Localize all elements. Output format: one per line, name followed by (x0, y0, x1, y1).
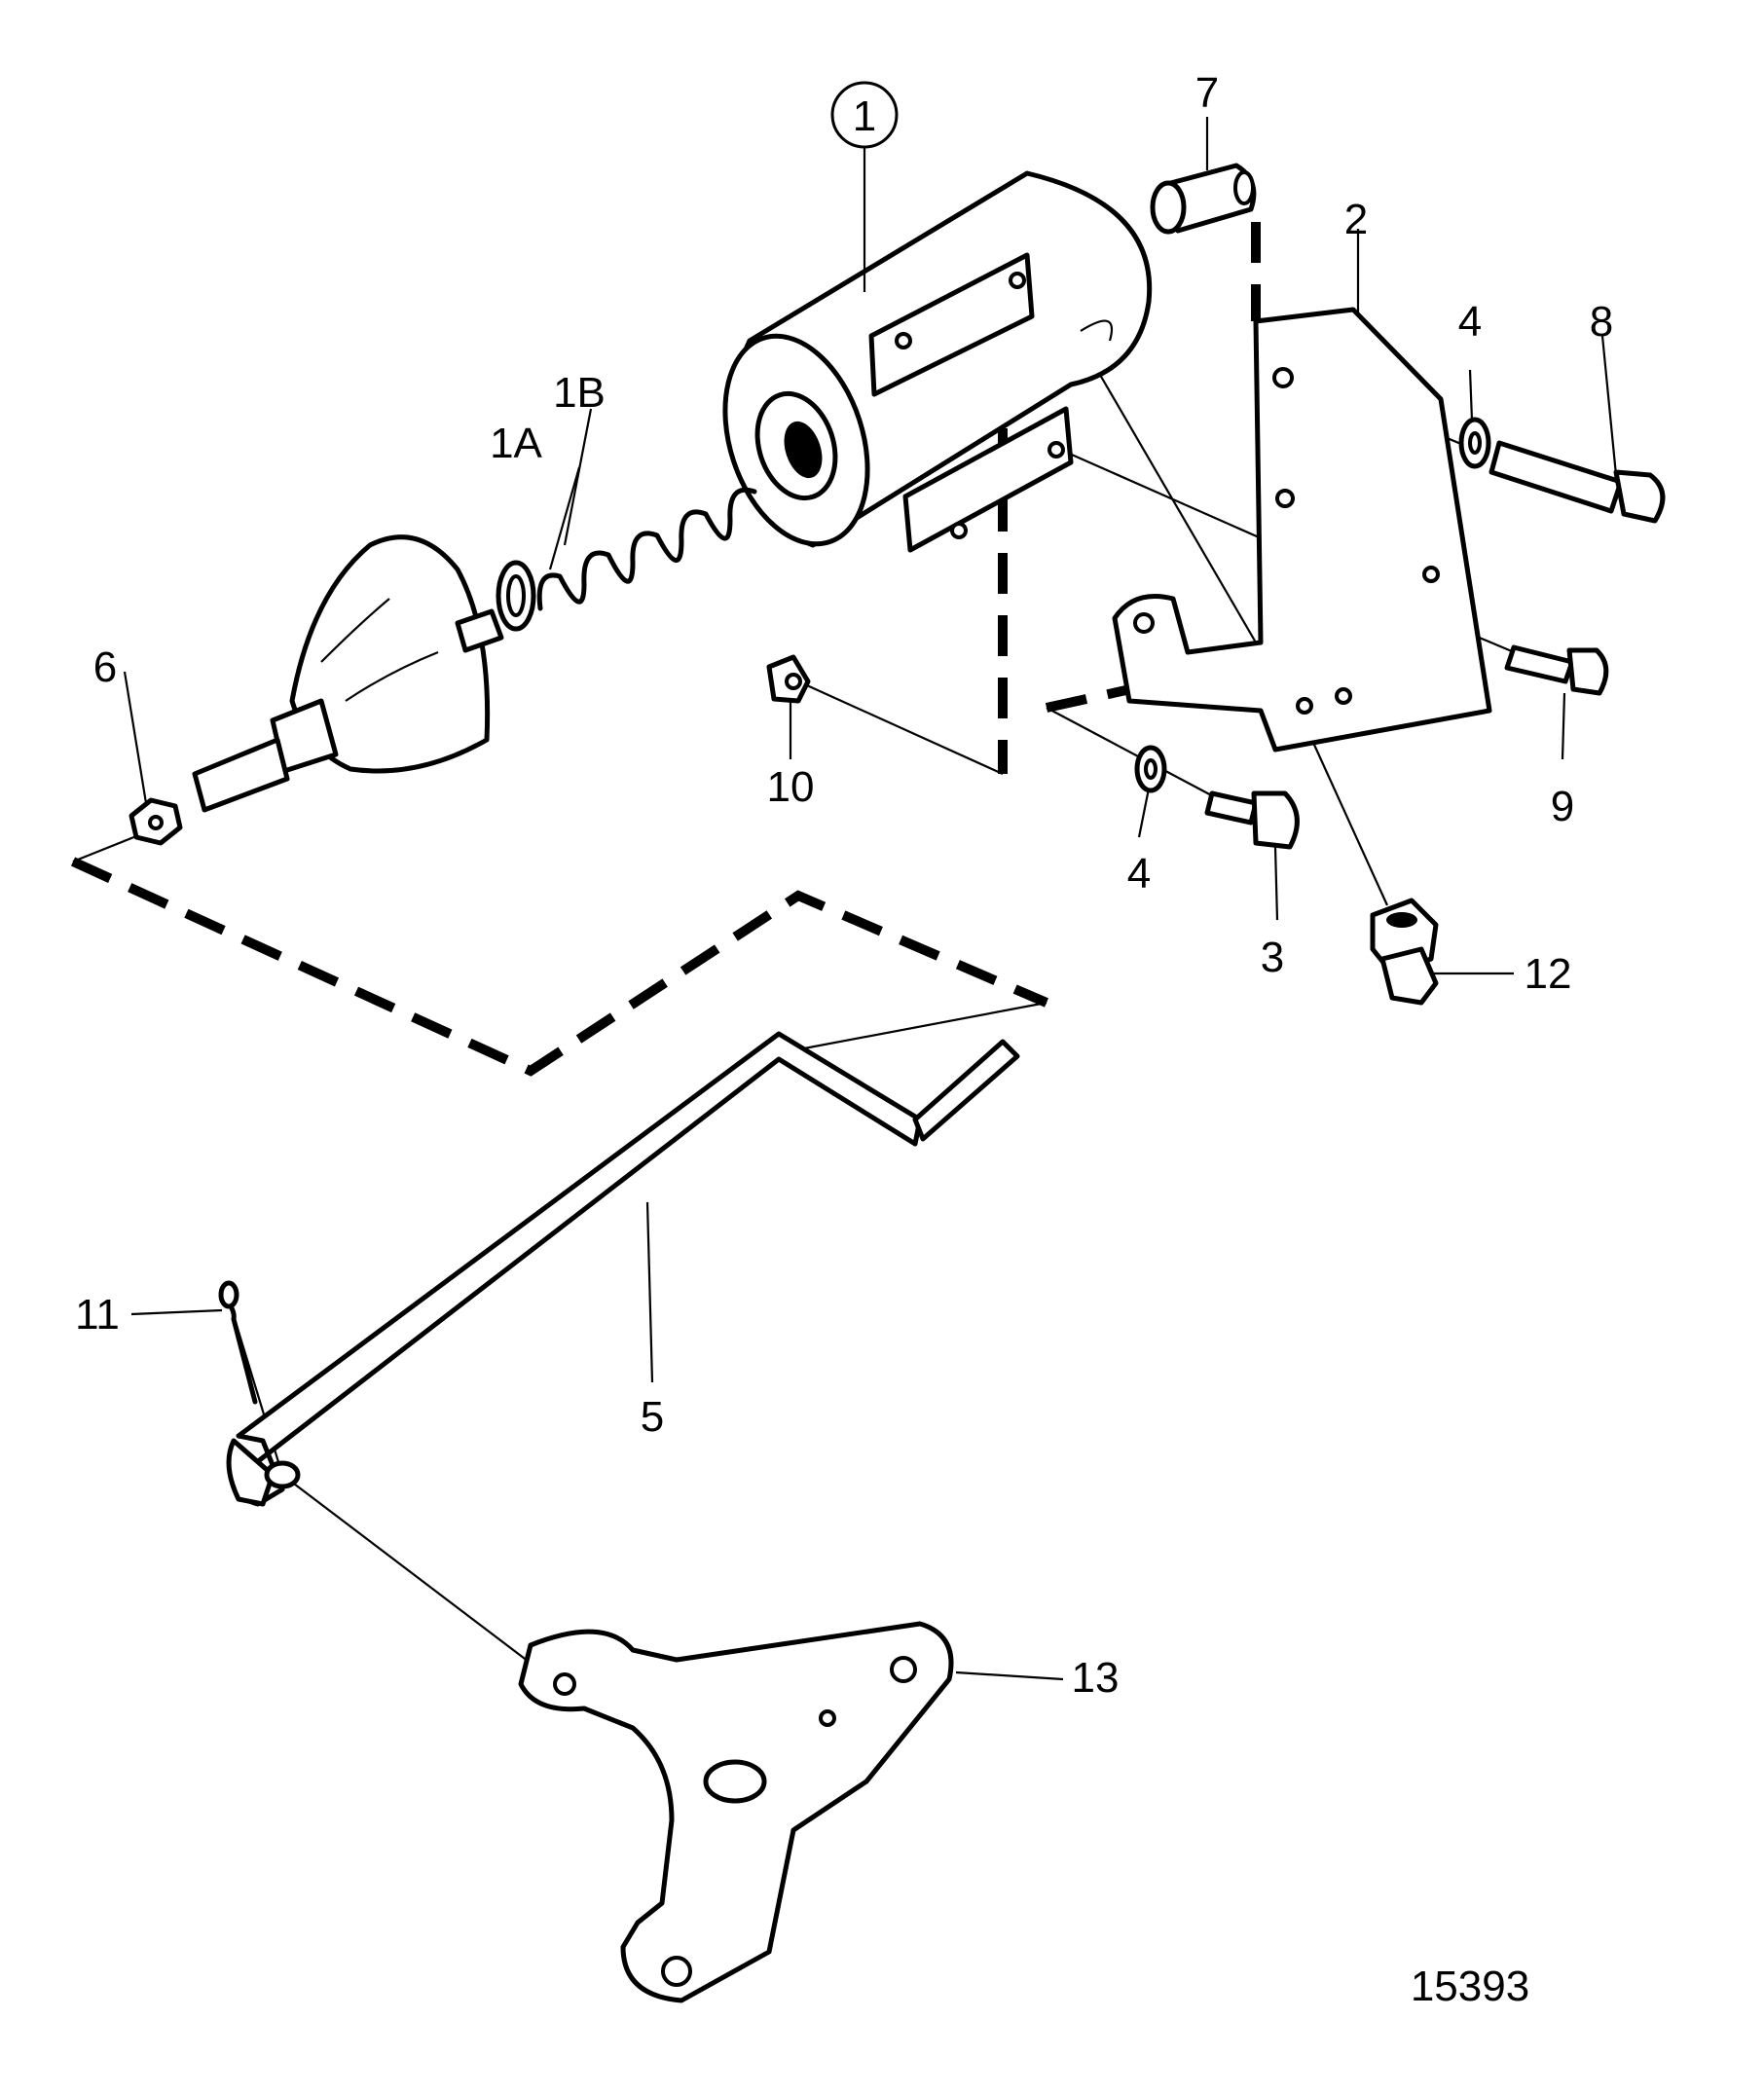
circlip-part-1a (496, 560, 536, 632)
label-part-3: 3 (1261, 934, 1284, 981)
bolt-part-3 (1204, 790, 1300, 850)
label-part-13: 13 (1072, 1654, 1120, 1702)
nut-part-6 (129, 797, 183, 846)
label-part-10: 10 (767, 763, 815, 811)
diaphragm-housing (192, 534, 504, 813)
label-part-12: 12 (1525, 950, 1572, 998)
washer-part-4-lower (1134, 745, 1167, 793)
split-pin-part-11 (218, 1280, 258, 1405)
label-part-2: 2 (1344, 196, 1368, 243)
label-part-1a: 1A (490, 420, 542, 467)
label-part-1b: 1B (553, 369, 606, 417)
part-1-callout-circle (830, 81, 899, 149)
link-plate-part-13 (518, 1621, 954, 2003)
washer-part-4-upper (1458, 417, 1491, 469)
label-part-1: 1 (853, 92, 876, 140)
label-part-5: 5 (641, 1393, 664, 1441)
label-part-9: 9 (1551, 783, 1574, 830)
bracket-part-2 (1112, 307, 1492, 752)
label-part-4-lower: 4 (1127, 850, 1151, 898)
label-part-4-upper: 4 (1458, 298, 1482, 346)
label-part-11: 11 (75, 1291, 120, 1339)
figure-number: 15393 (1411, 1963, 1529, 2010)
bolt-part-9 (1504, 644, 1609, 696)
bushing-part-10 (766, 654, 811, 704)
label-part-7: 7 (1195, 69, 1219, 117)
spring-part-1b (536, 487, 757, 611)
label-leader-lines (123, 117, 1618, 1681)
label-part-8: 8 (1590, 298, 1613, 346)
label-part-6: 6 (93, 643, 117, 691)
fitting-part-12 (1370, 898, 1439, 1006)
part-number-labels: 1 1A 1B 2 7 4 8 6 10 9 4 3 12 11 5 13 15… (75, 69, 1613, 2010)
lever-part-5 (226, 1031, 1020, 1507)
sleeve-part-7 (1150, 163, 1257, 235)
bolt-part-8 (1488, 440, 1666, 524)
cylinder-part-1 (722, 170, 1153, 553)
